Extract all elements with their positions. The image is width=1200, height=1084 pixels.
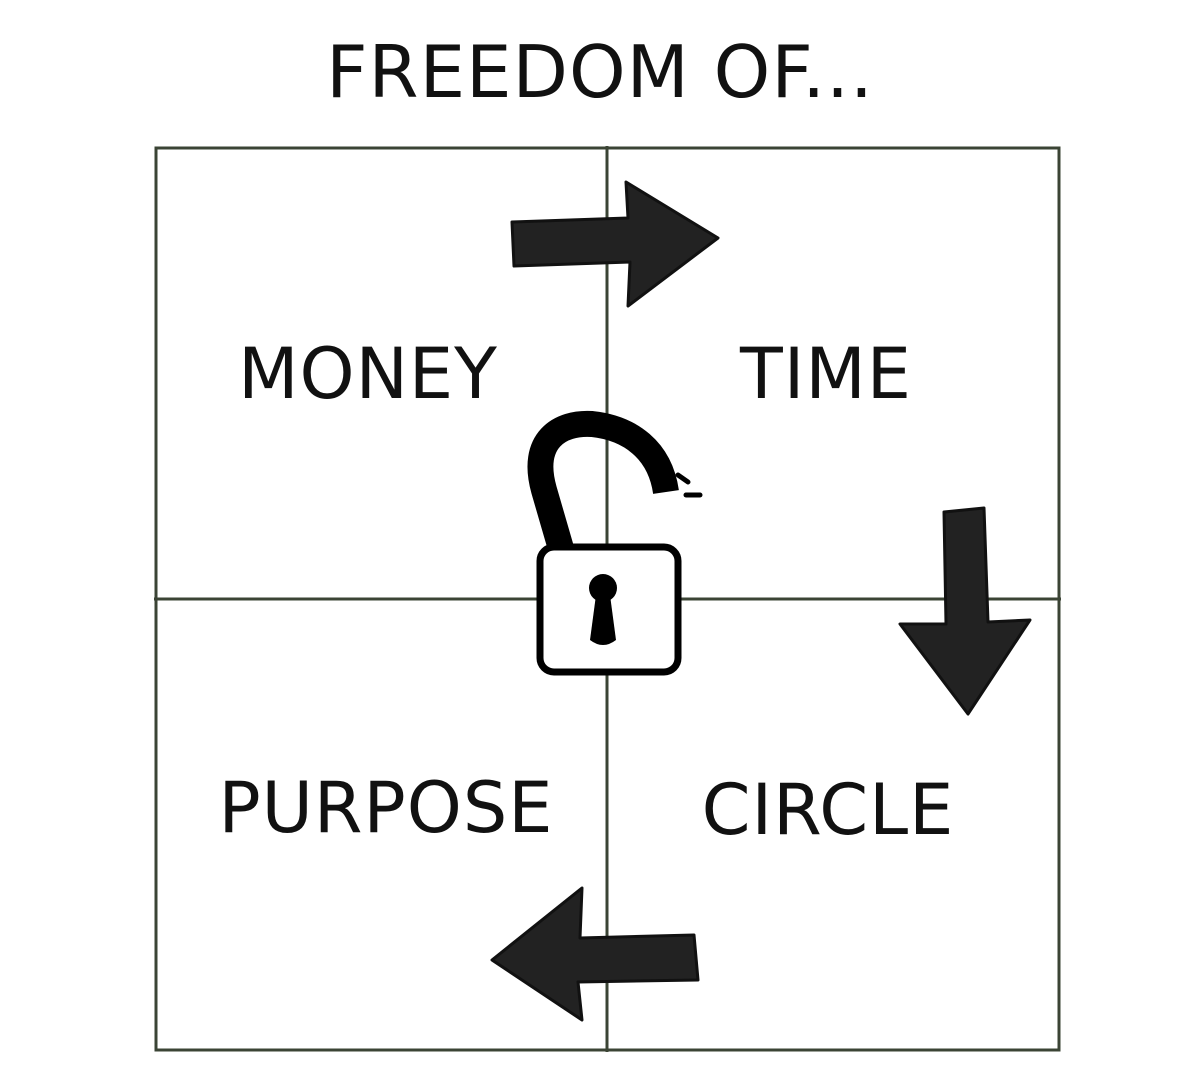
arrow-down-icon [898, 506, 1032, 716]
quadrant-label-purpose: PURPOSE [218, 767, 554, 849]
unlocked-padlock-icon [527, 410, 703, 676]
arrow-right-icon [510, 180, 720, 308]
arrow-left-icon [490, 886, 700, 1022]
quadrant-label-money: MONEY [238, 333, 498, 415]
diagram-title: FREEDOM OF... [326, 30, 874, 114]
quadrant-label-circle: CIRCLE [701, 769, 955, 851]
quadrant-label-time: TIME [739, 333, 913, 415]
